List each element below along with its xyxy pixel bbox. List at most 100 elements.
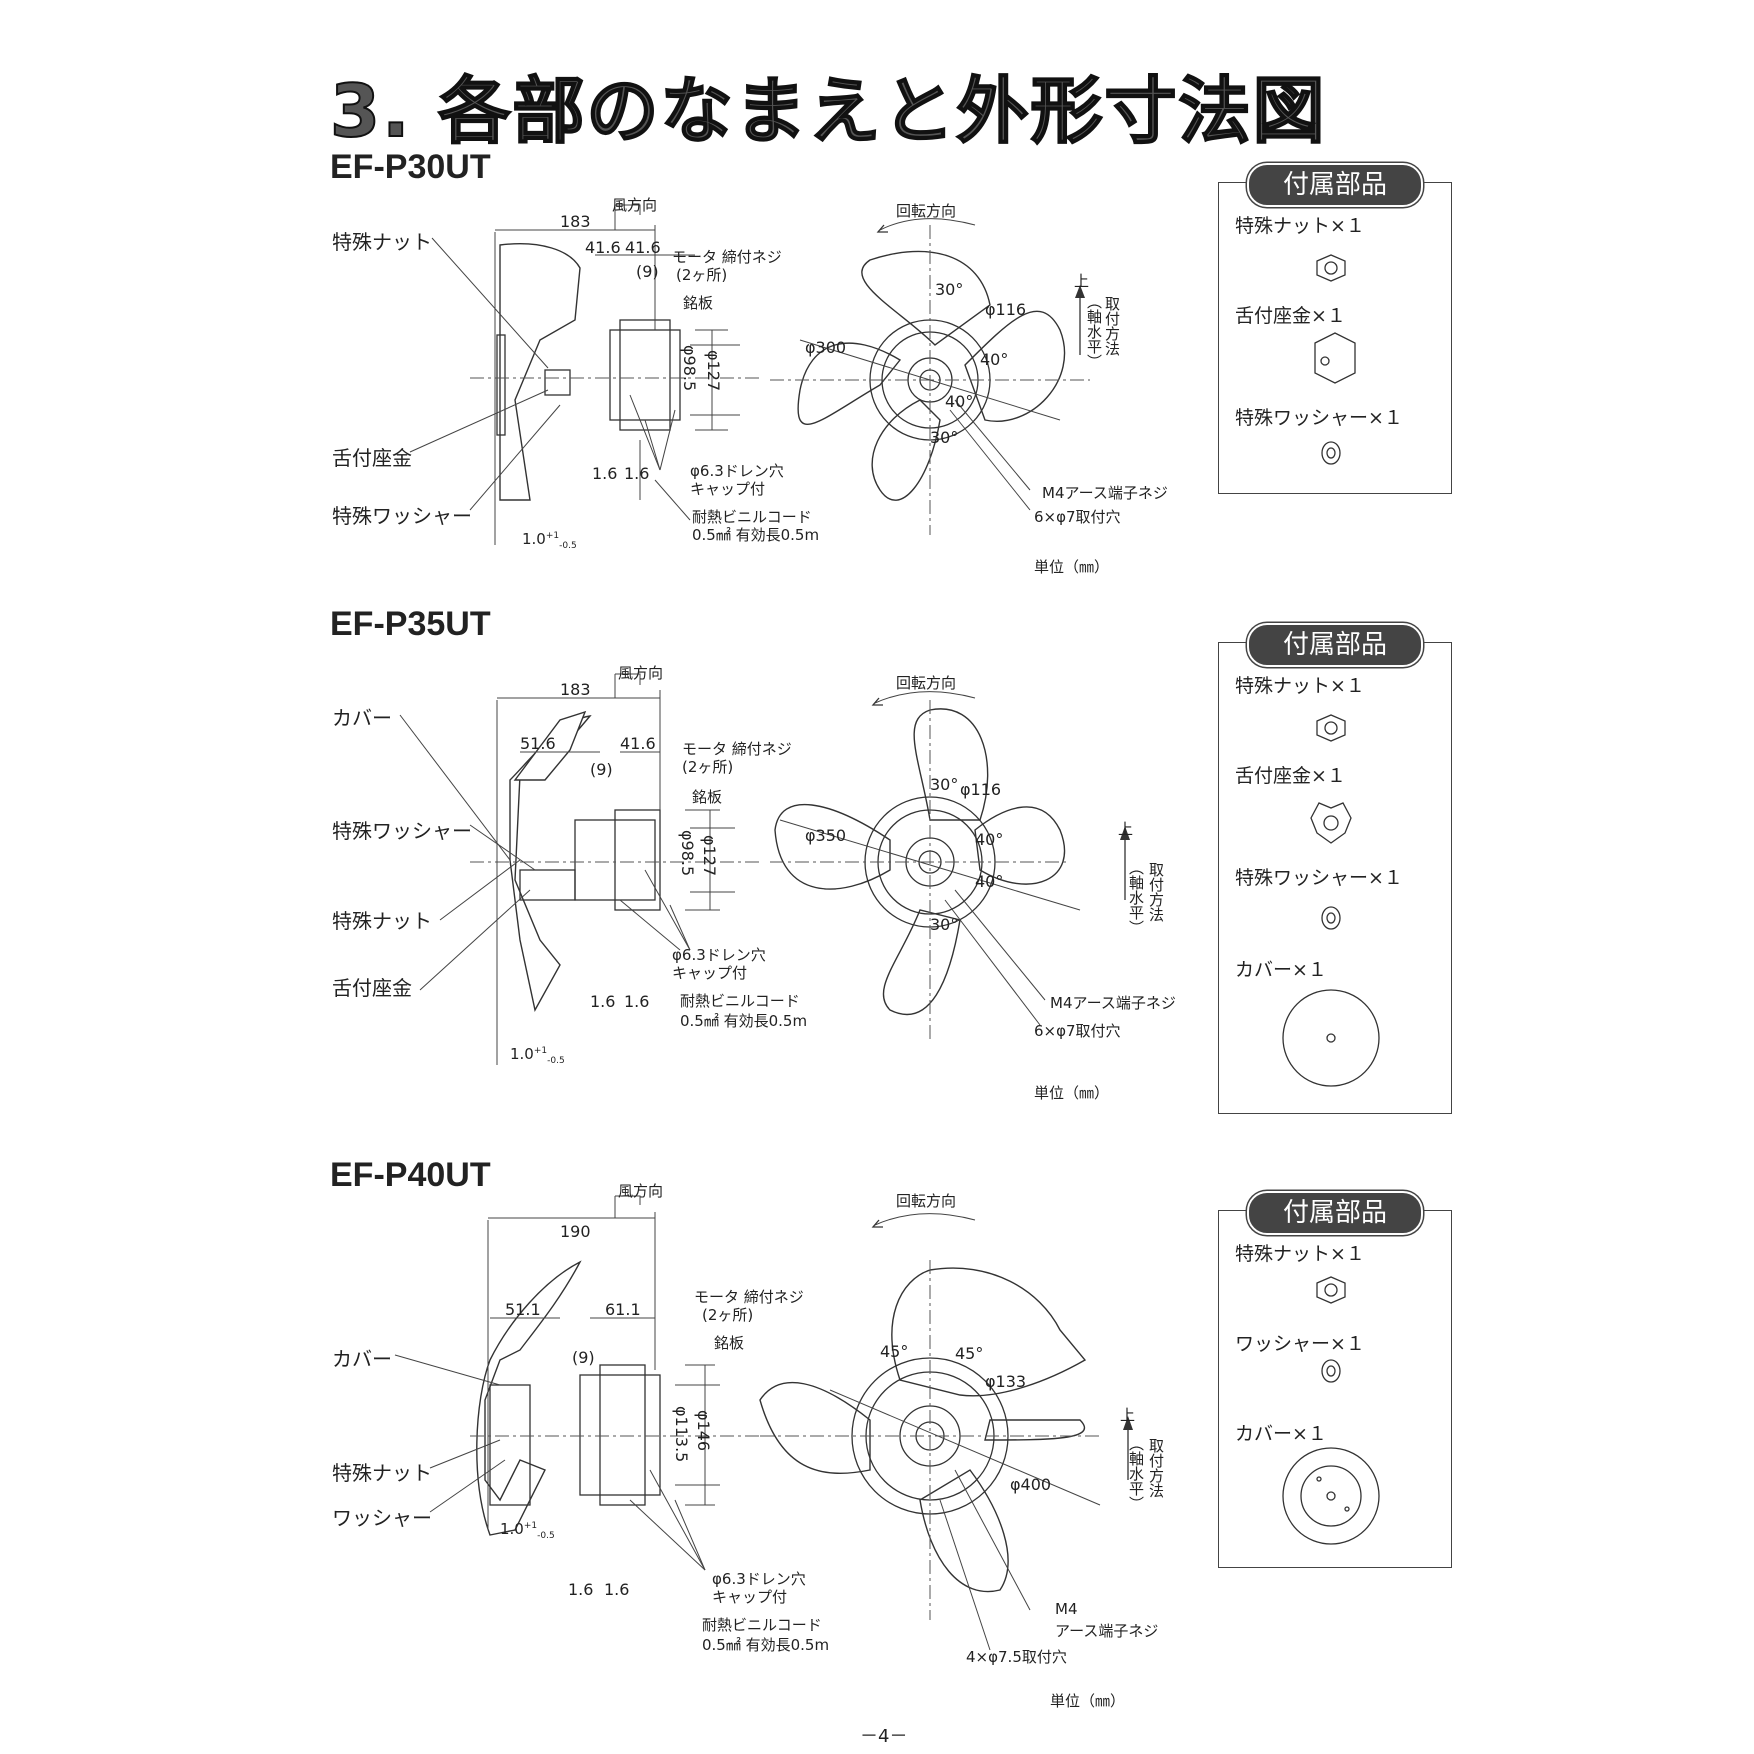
mount-axis-2: （軸水平） [1127,860,1145,935]
mount-method-1: 取付方法 [1103,296,1121,356]
dim-d2-1: 41.6 [625,238,661,257]
model-heading-ef-p40ut: EF-P40UT [330,1156,491,1194]
rotation-direction-2: 回転方向 [896,674,957,692]
drain-hole-3: φ6.3ドレン穴 [712,1570,806,1588]
dim-d1-2: 51.6 [520,734,556,753]
wind-direction-1: 風方向 [612,196,658,214]
mount-method-2: 取付方法 [1147,862,1165,922]
dim-16b-1: 1.6 [624,464,650,483]
label-cover-3: カバー [332,1347,392,1371]
cord-2: 耐熱ビニルコード [680,992,800,1010]
mount-up-1: 上 [1074,272,1090,290]
dim-16a-1: 1.6 [592,464,618,483]
dim-angle-a-2: 30° [930,775,959,794]
accessory-item: カバー×１ [1235,959,1327,981]
model-heading-ef-p35ut: EF-P35UT [330,605,491,643]
side-view-ef-p40ut [394,1195,790,1571]
accessory-item: 特殊ワッシャー×１ [1235,407,1403,429]
dim-d1-1: 41.6 [585,238,621,257]
label-special-washer-1: 特殊ワッシャー [332,504,472,528]
cord-3: 耐熱ビニルコード [702,1616,822,1634]
mount-axis-3: （軸水平） [1127,1436,1145,1511]
accessory-item: カバー×１ [1235,1423,1327,1445]
drain-hole-1: φ6.3ドレン穴 [690,462,784,480]
accessories-title-2: 付属部品 [1247,623,1423,667]
label-special-washer-2: 特殊ワッシャー [332,819,472,843]
earth-screw-3: アース端子ネジ [1055,1622,1159,1640]
mount-method-3: 取付方法 [1147,1438,1165,1498]
wind-direction-3: 風方向 [618,1182,664,1200]
dim-d2-2: 41.6 [620,734,656,753]
dim-angle-c-2: 40° [975,872,1004,891]
mount-axis-1: （軸水平） [1085,294,1103,369]
accessory-illustrations-1 [1314,254,1356,465]
accessory-illustrations-3 [1282,1276,1380,1545]
tongue-washer-icon [1314,332,1356,384]
dim-d2-3: 61.1 [605,1300,641,1319]
accessories-panel-1: 付属部品 特殊ナット×１ 舌付座金×１ 特殊ワッシャー×１ [1218,163,1452,494]
dim-phi-outer-3: φ146 [694,1410,713,1452]
dim-phi-bolt-3: φ133 [985,1372,1027,1391]
mount-up-2: 上 [1118,820,1134,838]
unit-label-3: 単位（㎜） [1050,1692,1126,1710]
dim-angle-a-3: 45° [880,1342,909,1361]
cord-1: 耐熱ビニルコード [692,508,812,526]
dim-16b-2: 1.6 [624,992,650,1011]
dim-angle-d-2: 30° [930,915,959,934]
mount-holes-3: 4×φ7.5取付穴 [966,1648,1067,1666]
motor-screw-1: モータ 締付ネジ [672,248,782,266]
tolerance-2: 1.0+1-0.5 [510,1045,565,1066]
dim-angle-a-1: 30° [935,280,964,299]
dim-16a-2: 1.6 [590,992,616,1011]
dim-d1-3: 51.1 [505,1300,541,1319]
dim-9-3: (9) [572,1348,595,1367]
motor-screw-count-3: (2ヶ所) [702,1306,754,1324]
earth-screw-2: M4アース端子ネジ [1050,994,1176,1012]
nameplate-3: 銘板 [714,1334,745,1352]
nameplate-1: 銘板 [683,294,714,312]
rotation-direction-1: 回転方向 [896,202,957,220]
front-view-ef-p30ut [770,218,1090,535]
accessories-panel-2: 付属部品 特殊ナット×１ 舌付座金×１ 特殊ワッシャー×１ カバー×１ [1218,623,1452,1114]
cover-icon [1282,989,1380,1087]
rotation-direction-3: 回転方向 [896,1192,957,1210]
accessories-panel-3: 付属部品 特殊ナット×１ ワッシャー×１ カバー×１ [1218,1191,1452,1568]
cord-spec-3: 0.5㎟ 有効長0.5m [702,1636,830,1654]
earth-m4-3: M4 [1055,1600,1078,1618]
motor-screw-3: モータ 締付ネジ [694,1288,804,1306]
wind-direction-2: 風方向 [618,664,664,682]
dim-16a-3: 1.6 [568,1580,594,1599]
mount-holes-1: 6×φ7取付穴 [1034,508,1121,526]
accessories-title-1: 付属部品 [1247,163,1423,207]
dim-length-2: 183 [560,680,591,699]
tolerance-3: 1.0+1-0.5 [500,1520,555,1541]
front-view-ef-p40ut [759,1213,1133,1651]
washer-icon [1321,1359,1341,1383]
dim-phi-bolt-2: φ116 [960,780,1002,799]
dim-angle-b-2: 40° [975,830,1004,849]
motor-screw-count-1: (2ヶ所) [676,266,728,284]
mount-up-3: 上 [1120,1406,1136,1424]
dim-phi-blade-3: φ400 [1010,1475,1052,1494]
page-title: 3. 各部のなまえと外形寸法図 [329,68,1327,154]
dim-length-1: 183 [560,212,591,231]
nut-icon [1316,254,1346,282]
washer-icon [1321,441,1341,465]
accessory-item: 特殊ワッシャー×１ [1235,867,1403,889]
side-view-ef-p30ut [409,204,760,545]
earth-screw-1: M4アース端子ネジ [1042,484,1168,502]
dim-phi-inner-3: φ113.5 [672,1406,691,1463]
cover-icon [1282,1447,1380,1545]
motor-screw-count-2: (2ヶ所) [682,758,734,776]
unit-label-2: 単位（㎜） [1034,1084,1110,1102]
accessory-item: 舌付座金×１ [1235,765,1346,787]
dim-angle-b-3: 45° [955,1344,984,1363]
accessory-item: ワッシャー×１ [1235,1333,1365,1355]
unit-label-1: 単位（㎜） [1034,558,1110,576]
cord-spec-1: 0.5㎟ 有効長0.5m [692,526,820,544]
dim-length-3: 190 [560,1222,591,1241]
